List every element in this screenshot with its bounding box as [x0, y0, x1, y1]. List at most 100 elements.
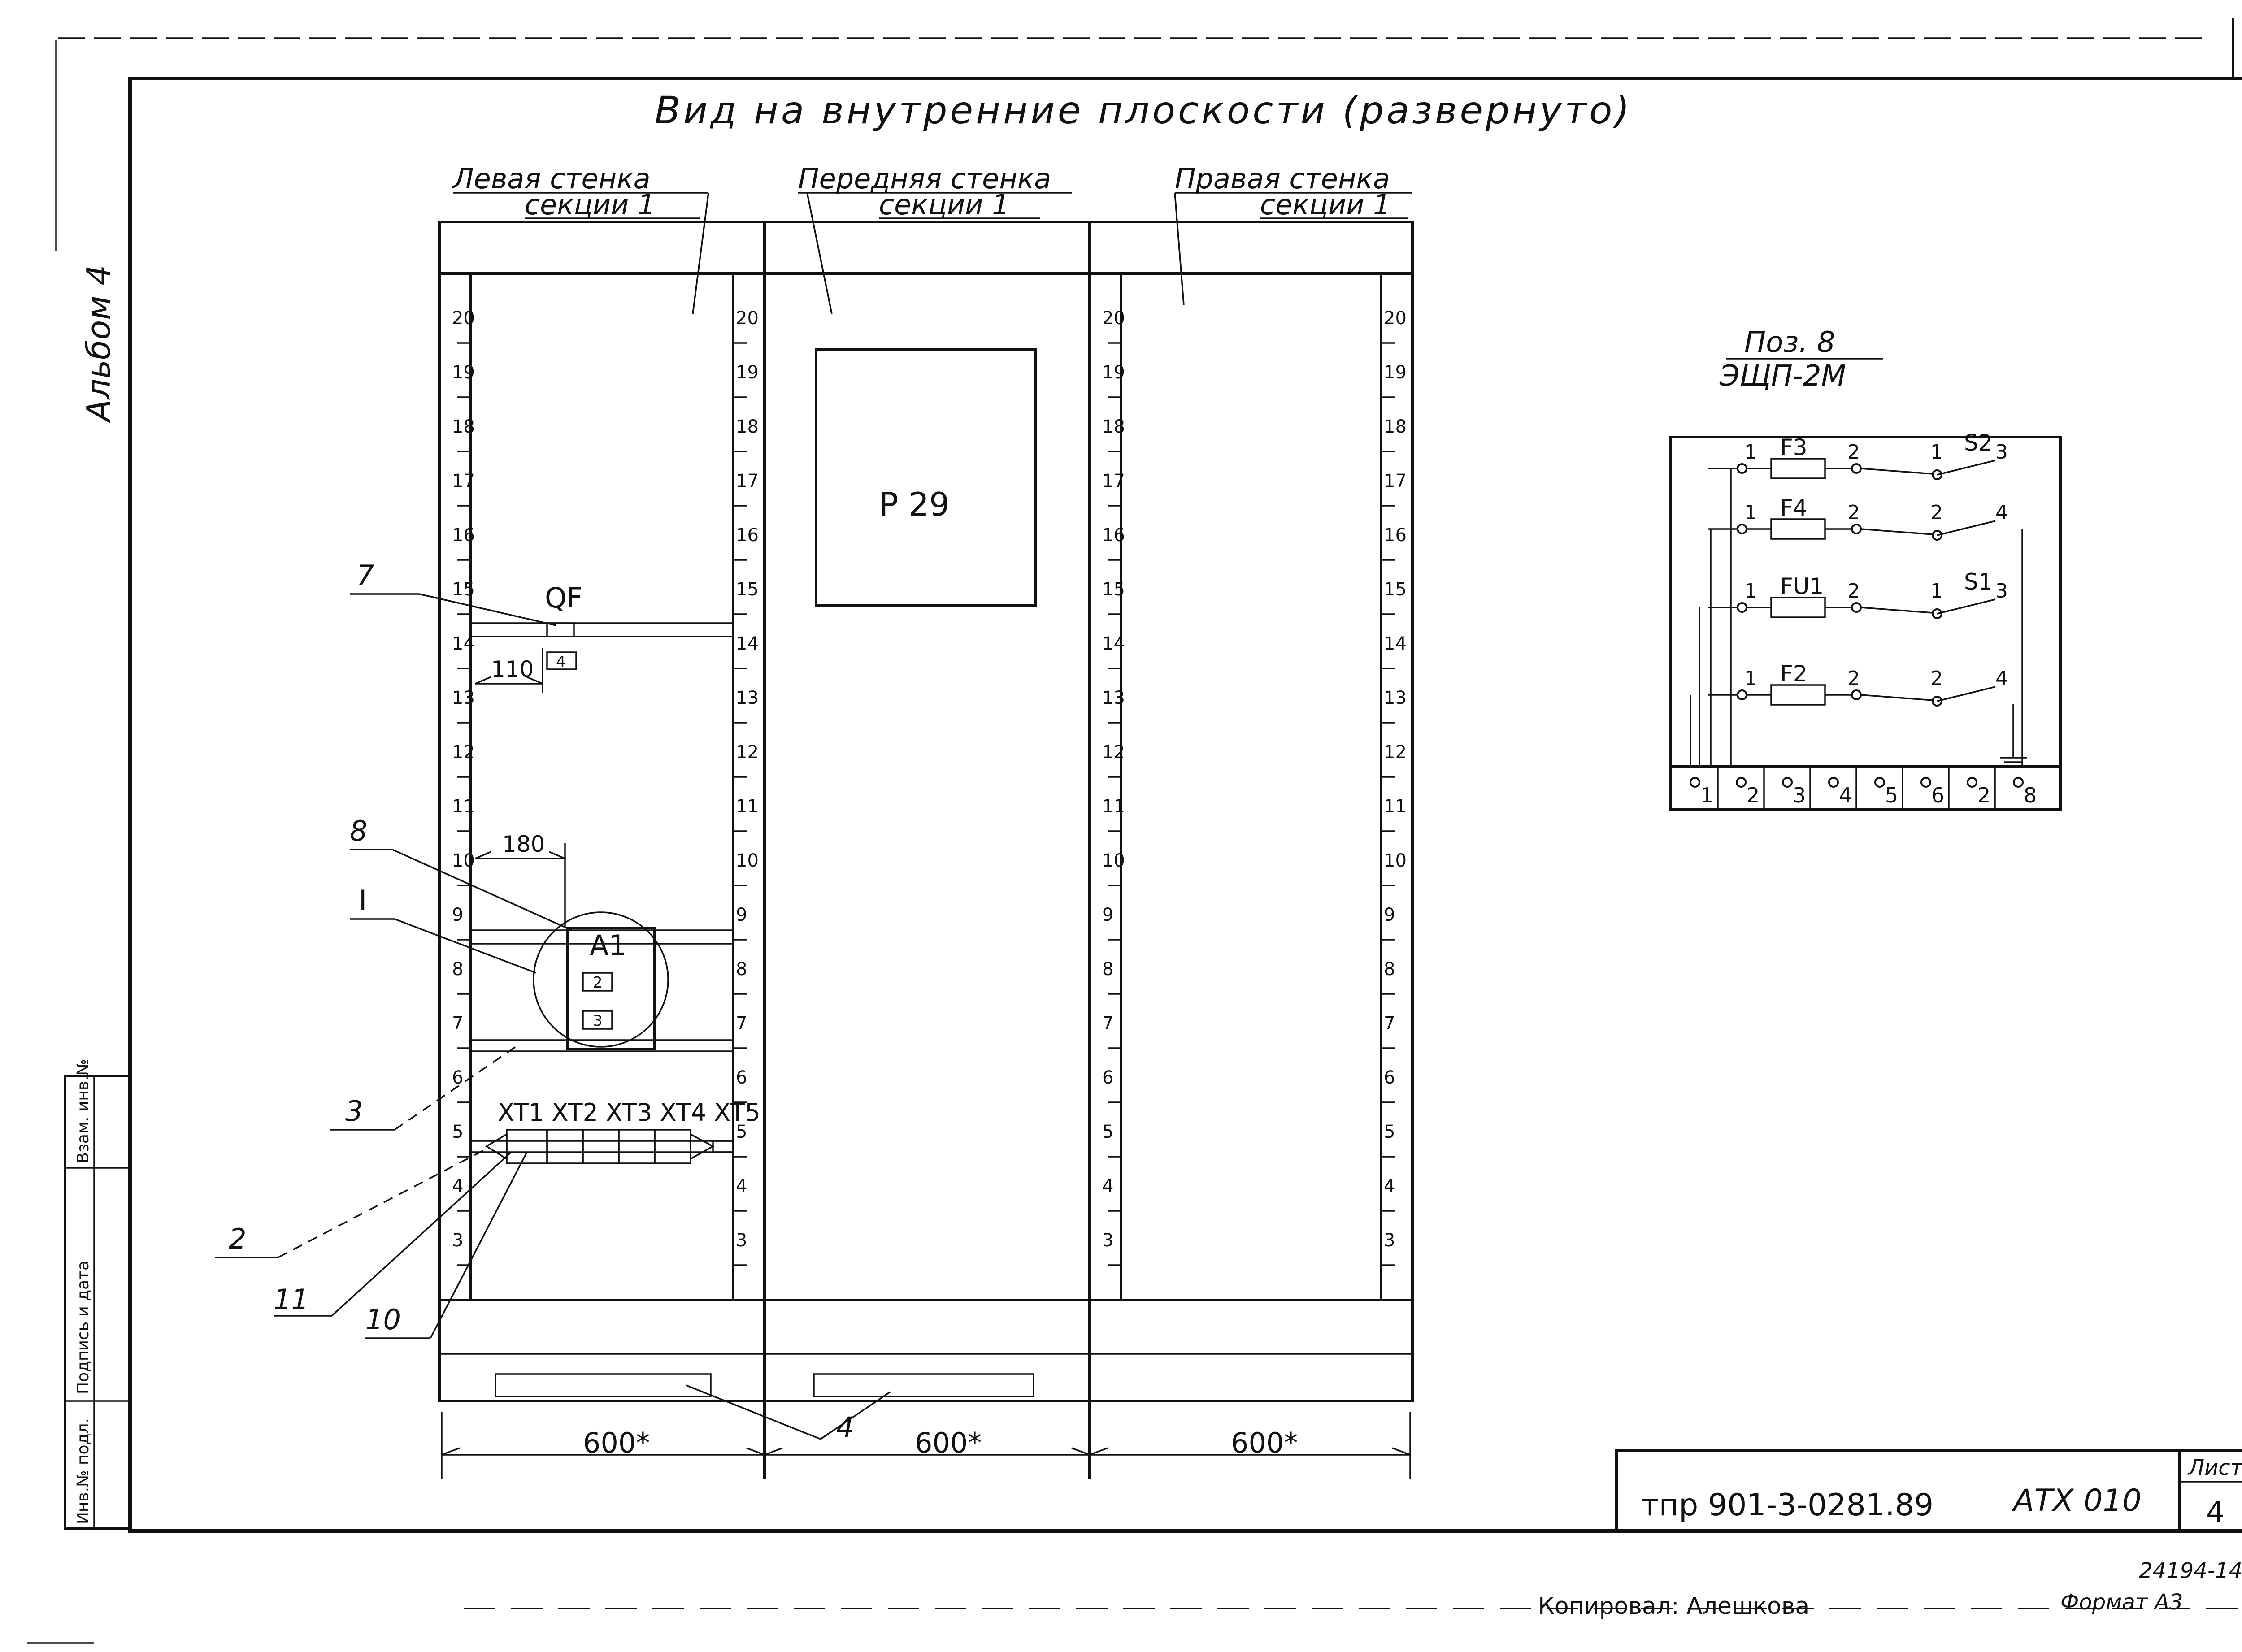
schematic-switch-pin: 1	[1930, 580, 1943, 603]
right-wall-label-2: секции 1	[1260, 188, 1391, 221]
sheet-frame	[27, 18, 2242, 1644]
schematic-device: F2	[1780, 661, 1808, 687]
footer-copied-by: Копировал: Алешкова	[1538, 1593, 1809, 1620]
schematic-switch-pin: 2	[1930, 501, 1943, 524]
scale-mark-label: 8	[1102, 959, 1113, 980]
scale-mark-label: 16	[452, 525, 475, 546]
side-stamp-frame	[64, 1075, 131, 1530]
leader-7: 7	[356, 559, 374, 592]
schematic-pin-in: 1	[1744, 501, 1757, 524]
leader-3: 3	[345, 1095, 363, 1127]
terminal-block-row	[471, 1129, 734, 1164]
scale-mark-label: 17	[452, 471, 475, 491]
scale-mark-label: 10	[736, 850, 759, 871]
terminal-node	[2013, 777, 2024, 788]
scale-mark-label: 16	[736, 525, 759, 546]
scale-mark-label: 7	[1384, 1013, 1395, 1034]
scale-mark-label: 12	[1384, 742, 1407, 763]
stamp-replace-inv: Взам. инв.№	[74, 1059, 92, 1163]
front-wall-label-1: Передняя стенка	[798, 162, 1051, 195]
terminal-node	[1874, 777, 1885, 788]
scale-mark-label: 20	[736, 308, 759, 329]
schematic-switch-out: 3	[1995, 580, 2008, 603]
terminal-label: 3	[1793, 783, 1806, 807]
scale-mark-label: 7	[736, 1013, 747, 1034]
schematic-switch: S1	[1964, 569, 1993, 595]
schematic-device: F3	[1780, 434, 1808, 460]
scale-mark-label: 13	[1102, 688, 1125, 708]
scale-mark-label: 17	[736, 471, 759, 491]
scale-mark-label: 9	[1384, 905, 1395, 925]
scale-mark-label: 12	[1102, 742, 1125, 763]
width-left: 600*	[583, 1427, 650, 1459]
sheet-title: Вид на внутренние плоскости (развернуто)	[655, 88, 1632, 132]
p29-box	[815, 348, 1037, 607]
rail-scales: 2019181716151413121110987654320191817161…	[452, 308, 1407, 1266]
schematic-switch-pin: 2	[1930, 667, 1943, 690]
terminal-node	[1736, 777, 1747, 788]
left-wall-label-2: секции 1	[525, 188, 656, 221]
schematic-title-2: ЭЩП-2М	[1719, 360, 1846, 393]
scale-mark-label: 7	[452, 1013, 463, 1034]
front-wall-label-2: секции 1	[879, 188, 1010, 221]
terminal-label: 1	[1700, 783, 1713, 807]
scale-mark-label: 19	[1384, 362, 1407, 383]
scale-mark-label: 14	[1102, 633, 1125, 654]
p29-label: Р 29	[879, 486, 950, 523]
scale-mark-label: 19	[452, 362, 475, 383]
schematic-switch-out: 3	[1995, 441, 2008, 464]
footer-number: 24194-14	[2139, 1558, 2242, 1583]
scale-mark-label: 4	[1102, 1176, 1113, 1197]
width-front: 600*	[915, 1427, 982, 1459]
switch-contact	[1860, 528, 1933, 535]
scale-mark-label: 14	[736, 633, 759, 654]
scale-mark-label: 15	[1384, 579, 1407, 600]
scale-mark-label: 13	[736, 688, 759, 708]
scale-mark-label: 3	[1384, 1230, 1395, 1251]
title-block-doc: АТХ 010	[2012, 1483, 2142, 1518]
pin-node	[1851, 524, 1862, 534]
switch-contact	[1860, 694, 1933, 701]
fuse-symbol	[1770, 597, 1826, 618]
right-wall-label-1: Правая стенка	[1175, 162, 1390, 195]
footer-format: Формат А3	[2060, 1590, 2183, 1615]
leader-I: I	[359, 884, 367, 917]
leader-lines	[215, 593, 891, 1440]
scale-mark-label: 11	[1102, 796, 1125, 817]
scale-mark-label: 10	[452, 850, 475, 871]
leader-11: 11	[274, 1283, 309, 1316]
stamp-signature-date: Подпись и дата	[74, 1261, 92, 1394]
schematic-switch: S2	[1964, 430, 1993, 456]
left-wall-label-1: Левая стенка	[452, 162, 651, 195]
a1-rail	[471, 911, 733, 1052]
scale-mark-label: 11	[452, 796, 475, 817]
scale-mark-label: 12	[452, 742, 475, 763]
dimension-180: 180	[502, 831, 545, 857]
scale-mark-label: 15	[1102, 579, 1125, 600]
scale-mark-label: 13	[1384, 688, 1407, 708]
scale-mark-label: 4	[736, 1176, 747, 1197]
sheet-label: Лист	[2187, 1455, 2242, 1480]
terminal-label: 2	[1747, 783, 1760, 807]
scale-mark-label: 6	[736, 1067, 747, 1088]
scale-mark-label: 5	[1102, 1122, 1113, 1142]
switch-lever	[1937, 520, 1996, 536]
terminal-label: 5	[1885, 783, 1898, 807]
scale-mark-label: 19	[736, 362, 759, 383]
scale-mark-label: 4	[452, 1176, 463, 1197]
a1-label: A1	[590, 929, 626, 962]
schematic-pin-in: 1	[1744, 667, 1757, 690]
terminal-node	[1828, 777, 1839, 788]
stamp-inv-no: Инв.№ подл.	[74, 1418, 92, 1524]
scale-mark-label: 5	[452, 1122, 463, 1142]
schematic-switch-out: 4	[1995, 667, 2008, 690]
scale-mark-label: 5	[1384, 1122, 1395, 1142]
terminal-label: 6	[1931, 783, 1944, 807]
a1-sub-label-2: 3	[593, 1012, 603, 1030]
scale-mark-label: 14	[1384, 633, 1407, 654]
scale-mark-label: 16	[1384, 525, 1407, 546]
schematic-device: F4	[1780, 495, 1808, 521]
album-label: Альбом 4	[80, 265, 117, 423]
